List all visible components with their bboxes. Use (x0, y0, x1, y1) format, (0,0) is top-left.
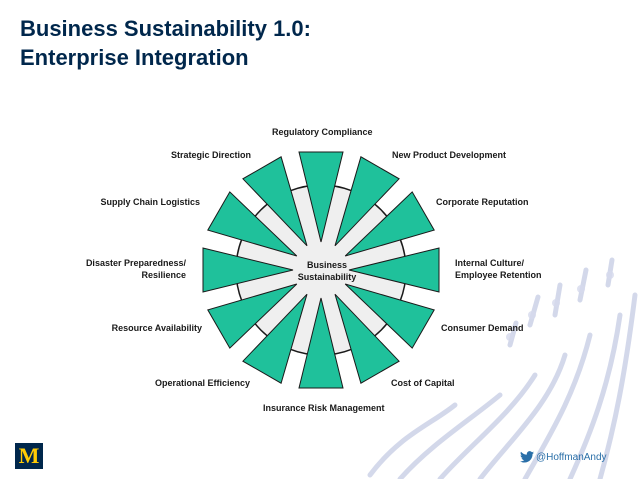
label-disaster-preparedness: Disaster Preparedness/ Resilience (85, 258, 186, 280)
arrow-operational-efficiency (242, 293, 308, 384)
slide-title-line2: Enterprise Integration (20, 45, 249, 70)
label-cost-of-capital: Cost of Capital (391, 378, 455, 388)
slide-title: Business Sustainability 1.0: Enterprise … (20, 14, 311, 72)
center-label-line1: Business (306, 260, 348, 270)
arrow-internal-culture (348, 247, 440, 293)
arrow-supply-chain-logistics (207, 191, 298, 257)
label-insurance-risk-management: Insurance Risk Management (263, 403, 385, 413)
twitter-handle-text: @HoffmanAndy (536, 451, 607, 463)
arrow-insurance-risk-management (298, 297, 344, 389)
label-new-product-development: New Product Development (392, 150, 507, 160)
label-strategic-direction: Strategic Direction (170, 150, 251, 160)
arrow-resource-availability (207, 283, 298, 349)
arrow-new-product-development (334, 156, 400, 247)
label-supply-chain-logistics: Supply Chain Logistics (100, 197, 200, 207)
twitter-handle[interactable]: @HoffmanAndy (520, 451, 607, 463)
logo-letter: M (18, 443, 40, 468)
label-consumer-demand: Consumer Demand (441, 323, 524, 333)
arrow-disaster-preparedness (202, 247, 294, 293)
label-internal-culture: Internal Culture/ Employee Retention (455, 258, 542, 280)
label-corporate-reputation: Corporate Reputation (436, 197, 529, 207)
arrow-corporate-reputation (344, 191, 435, 257)
arrow-consumer-demand (344, 283, 435, 349)
arrow-cost-of-capital (334, 293, 400, 384)
center-label-line2: Sustainability (297, 272, 357, 282)
arrow-strategic-direction (242, 156, 308, 247)
slide-title-line1: Business Sustainability 1.0: (20, 16, 311, 41)
label-regulatory-compliance: Regulatory Compliance (272, 127, 373, 137)
university-logo: M (15, 443, 43, 469)
arrow-regulatory-compliance (298, 151, 344, 243)
center-label: Business Sustainability (287, 259, 367, 283)
label-operational-efficiency: Operational Efficiency (154, 378, 250, 388)
decorative-background-figures (367, 257, 638, 479)
label-resource-availability: Resource Availability (111, 323, 202, 333)
twitter-bird-icon (520, 451, 534, 463)
